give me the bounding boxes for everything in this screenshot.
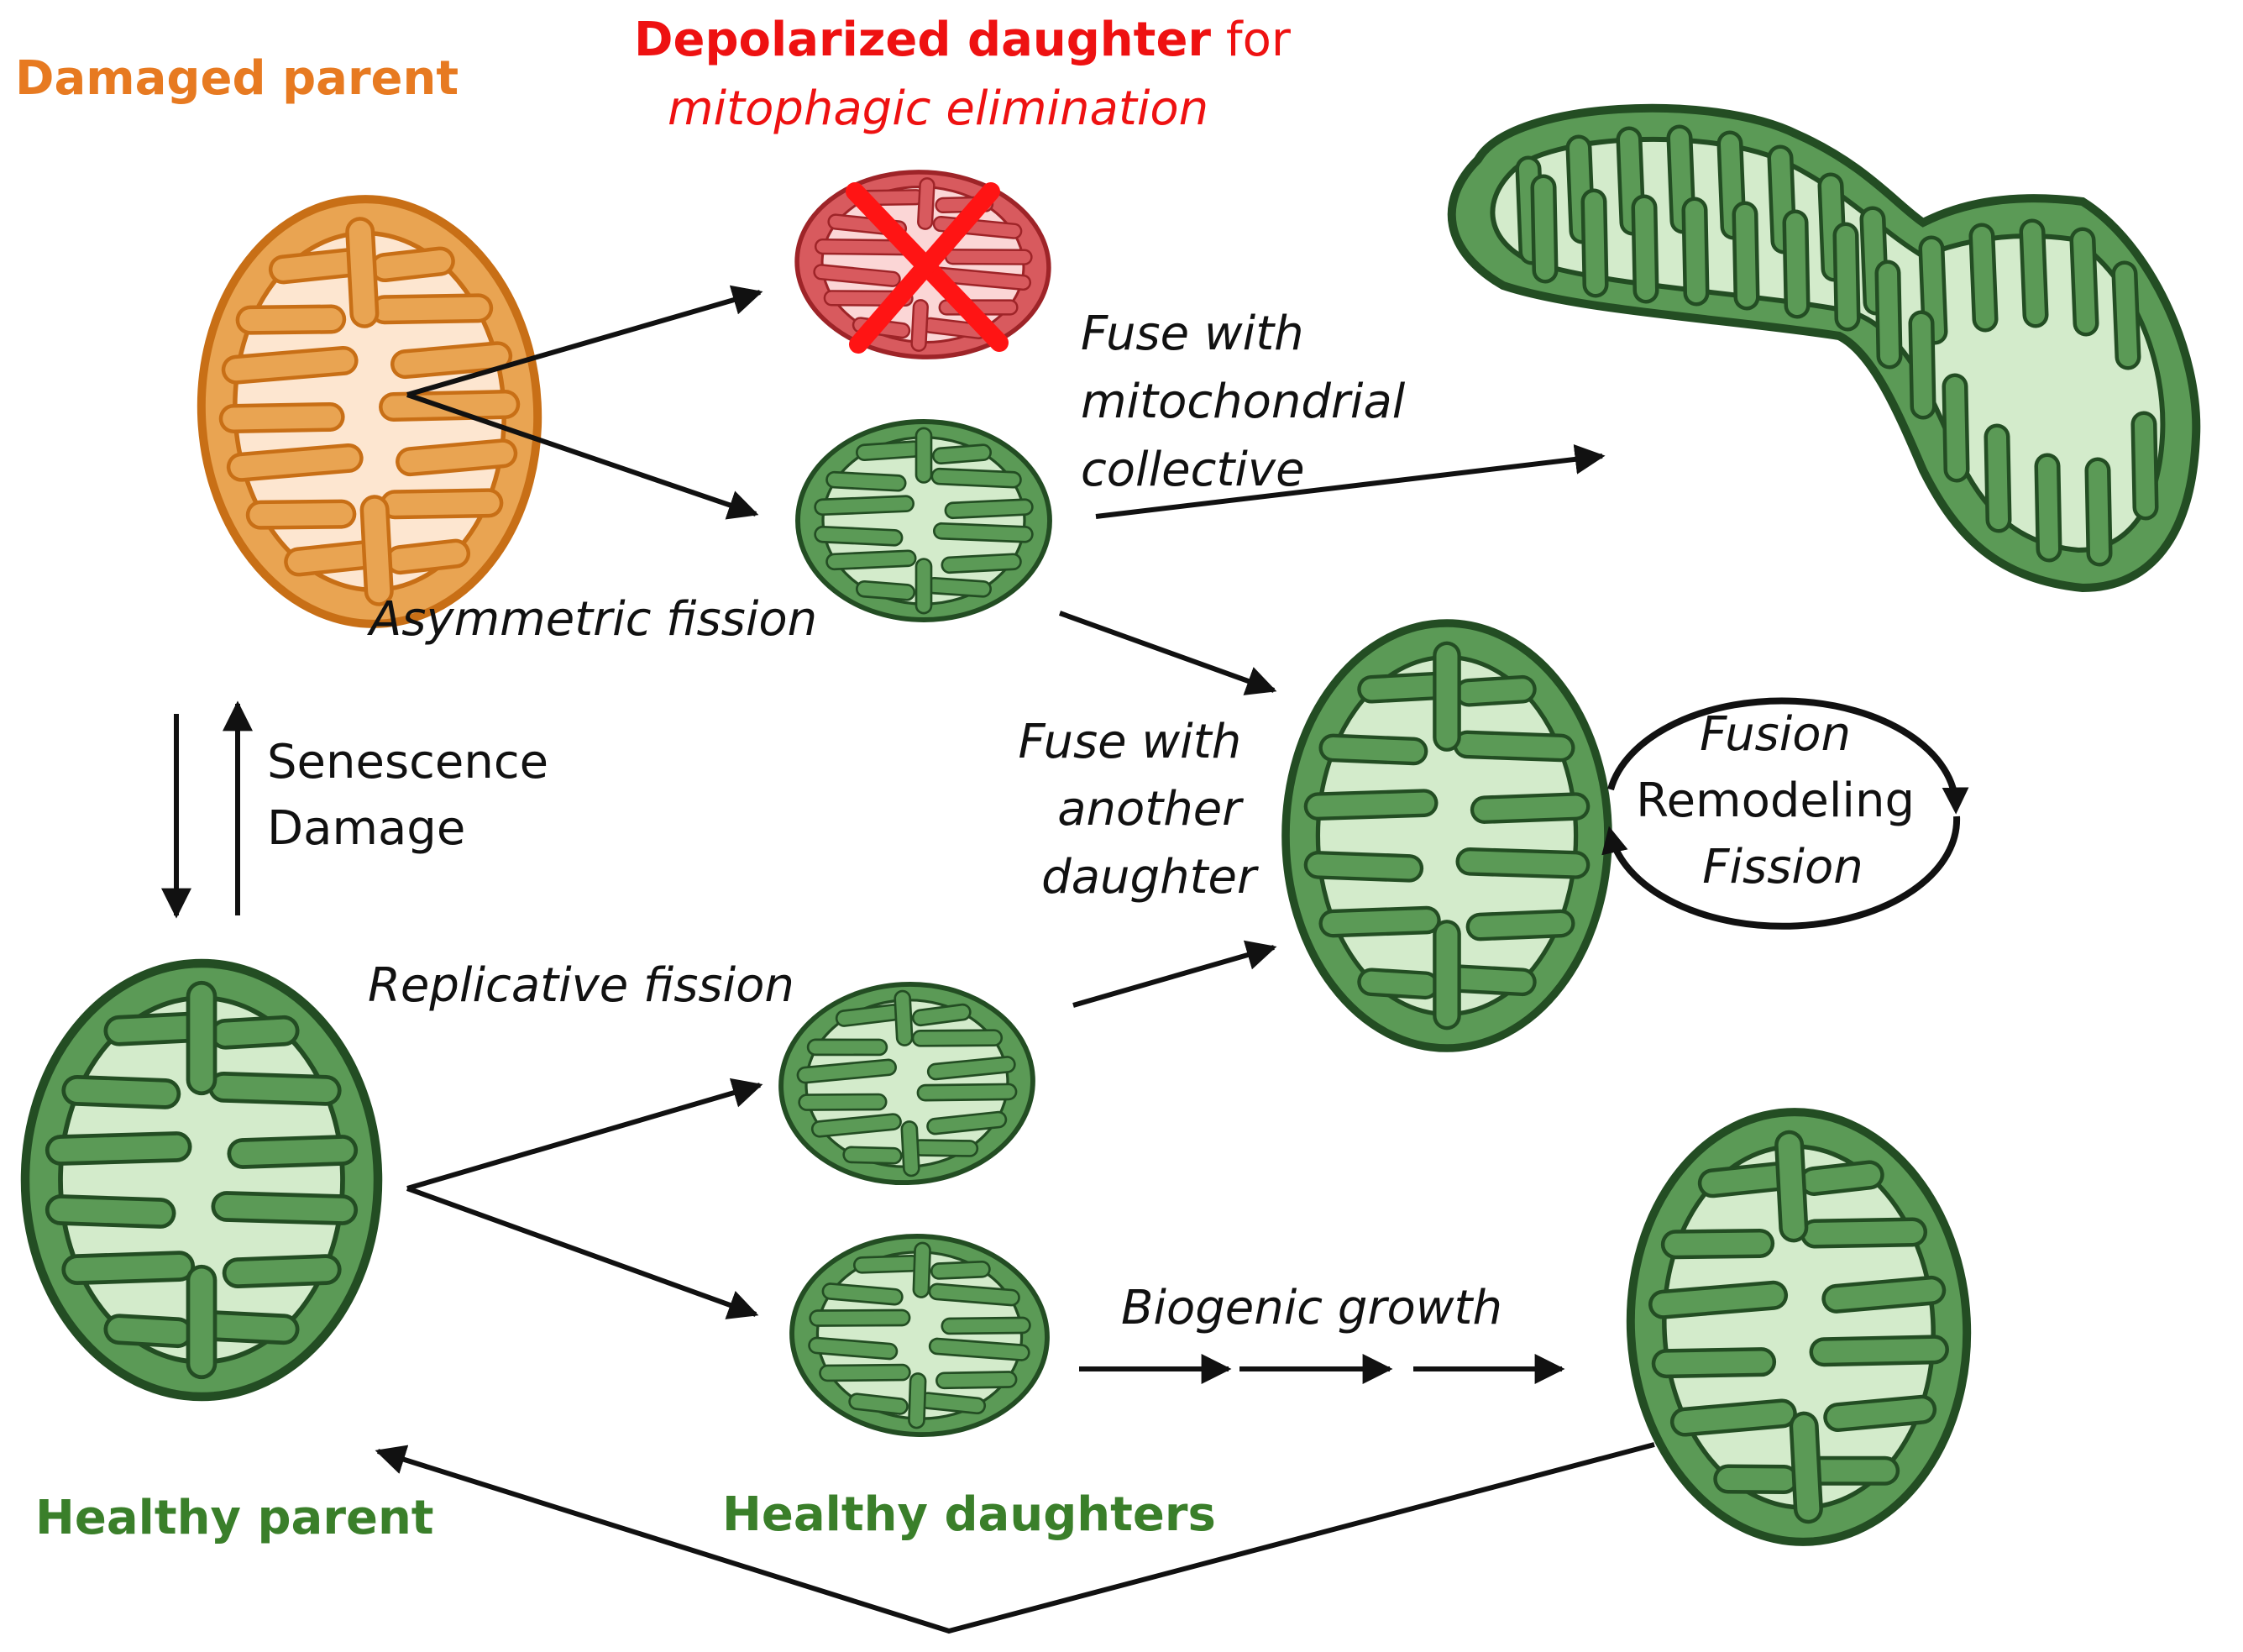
asymmetric-fission-upper-arrow [406, 285, 763, 397]
healthy-daughter-middle-mitochondrion [778, 981, 1035, 1186]
damaged-parent-label: Damaged parent [15, 51, 459, 106]
biogenic-growth-label: Biogenic growth [1121, 1281, 1502, 1335]
merged-daughter-mitochondrion [1281, 619, 1612, 1052]
return-to-parent-arrow [375, 1442, 1655, 1634]
replicative-fission-upper-arrow [406, 1078, 763, 1191]
fuse-collective-label: Fuse with mitochondrial collective [1081, 307, 1420, 497]
healthy-daughter-bottom-mitochondrion [789, 1234, 1050, 1437]
senescence-damage-label: Senescence Damage [267, 735, 563, 856]
fuse-daughter-label: Fuse with another daughter [1019, 715, 1259, 905]
replicative-fission-label: Replicative fission [368, 958, 794, 1013]
replicative-fission-lower-arrow [406, 1186, 759, 1319]
healthy-parent-label: Healthy parent [35, 1491, 434, 1545]
healthy-daughters-label: Healthy daughters [722, 1487, 1216, 1542]
fusion-fission-cycle [1601, 697, 1969, 930]
fuse-collective-arrow [1095, 443, 1606, 519]
fused-network-mitochondrion [1447, 103, 2201, 593]
depolarized-daughter-label: Depolarized daughter for [634, 13, 1292, 67]
elimination-cross-icon [846, 182, 1009, 354]
fuse-daughter-upper-arrow [1058, 611, 1277, 695]
asymmetric-fission-label: Asymmetric fission [367, 592, 817, 647]
healthy-daughter-top-mitochondrion [795, 419, 1052, 622]
grown-mitochondrion [1626, 1108, 1972, 1546]
asymmetric-fission-lower-arrow [406, 392, 759, 520]
damaged-parent-mitochondrion [197, 195, 542, 628]
healthy-parent-mitochondrion [20, 958, 383, 1402]
fuse-daughter-lower-arrow [1072, 940, 1277, 1008]
fusion-cycle-label: Fusion Remodeling Fission [1636, 707, 1930, 894]
mitophagic-elimination-label: mitophagic elimination [668, 81, 1208, 136]
